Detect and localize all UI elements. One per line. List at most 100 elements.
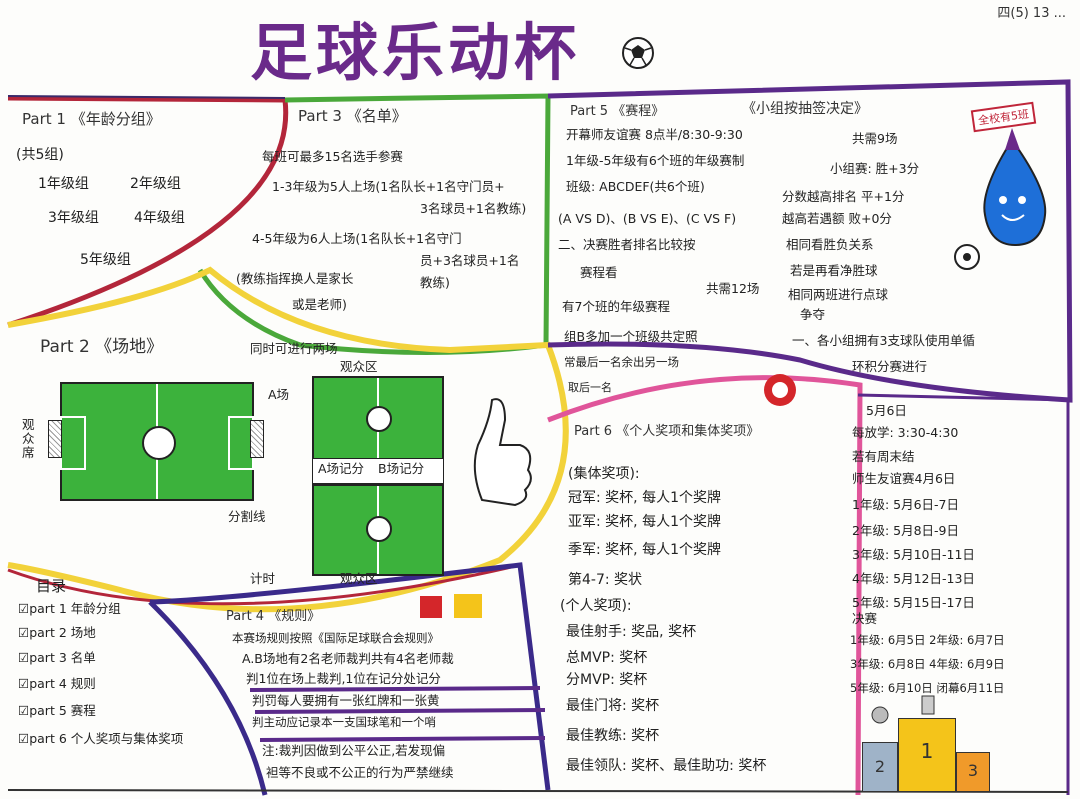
score-a-label: A场记分: [318, 461, 365, 476]
schedule-line: 若有周末结: [852, 449, 915, 464]
part5-right-line: 一、各小组拥有3支球队使用单循: [792, 333, 975, 348]
schedule-line: 2年级: 5月8日-9日: [852, 523, 960, 538]
part5-right-line: 若是再看净胜球: [790, 263, 878, 278]
part4-line: 本赛场规则按照《国际足球联合会规则》: [232, 631, 439, 645]
goal-left: [48, 420, 62, 458]
schedule-line: 3年级: 5月10日-11日: [852, 547, 975, 562]
schedule-line: 4年级: 5月12日-13日: [852, 571, 975, 586]
part5-line: 开幕师友谊赛 8点半/8:30-9:30: [566, 127, 743, 142]
part4-line: 判主动应记录本一支国球笔和一个哨: [252, 715, 436, 729]
part3-heading: Part 3 《名单》: [298, 107, 407, 125]
part5-right-line: 争夺: [800, 307, 826, 322]
schedule-line: 5月6日: [866, 403, 907, 418]
part6-line: 最佳射手: 奖品, 奖杯: [566, 624, 697, 640]
part5-line: 赛程看: [580, 265, 618, 280]
part5-heading: Part 5 《赛程》: [570, 104, 665, 119]
part5-right-line: 相同两班进行点球: [788, 287, 889, 302]
part1-total: (共5组): [16, 147, 64, 163]
part3-line: 4-5年级为6人上场(1名队长+1名守门: [252, 231, 462, 246]
score-box: [312, 458, 444, 484]
red-card-icon: [420, 596, 442, 618]
part1-group: 4年级组: [134, 210, 185, 226]
part5-right-line: 分数越高排名 平+1分: [782, 189, 905, 204]
part6-line: (集体奖项):: [568, 466, 640, 482]
part5-right-line: 小组赛: 胜+3分: [830, 161, 920, 176]
part5-line: 取后一名: [568, 381, 612, 394]
score-b-label: B场记分: [378, 461, 425, 476]
part5-line: 班级: ABCDEF(共6个班): [566, 179, 705, 194]
part1-group: 2年级组: [130, 176, 181, 192]
part6-line: 总MVP: 奖杯: [566, 650, 648, 666]
part1-group: 3年级组: [48, 210, 99, 226]
part6-line: 亚军: 奖杯, 每人1个奖牌: [568, 514, 721, 530]
poster-title: 足球乐动杯: [250, 16, 581, 89]
yellow-card-icon: [454, 594, 482, 618]
toc-item-part1[interactable]: ☑part 1 年龄分组: [18, 601, 121, 616]
part5-right-line: 环积分赛进行: [852, 359, 928, 374]
part1-section: Part 1 《年龄分组》 (共5组) 1年级组 2年级组 3年级组 4年级组 …: [16, 108, 185, 268]
part4-heading: Part 4 《规则》: [226, 609, 321, 624]
part5-line: 有7个班的年级赛程: [562, 299, 670, 314]
part5-right-line: 相同看胜负关系: [786, 237, 874, 252]
part4-line: 判罚每人要拥有一张红牌和一张黄: [252, 693, 440, 708]
part5-line: 二、决赛胜者排名比较按: [558, 237, 696, 252]
toc-item-part3[interactable]: ☑part 3 名单: [18, 650, 96, 665]
part6-heading: Part 6 《个人奖项和集体奖项》: [574, 424, 760, 439]
part6-line: 第4-7: 奖状: [568, 572, 643, 588]
part3-line: 3名球员+1名教练): [420, 201, 527, 216]
corner-note: 四(5) 13 ...: [997, 6, 1066, 21]
stand-bottom-label: 观众区: [340, 571, 378, 586]
part3-line: (教练指挥换人是家长: [236, 271, 354, 286]
part1-group: 5年级组: [80, 252, 131, 268]
toc-item-part4[interactable]: ☑part 4 规则: [18, 676, 96, 691]
part2-heading: Part 2 《场地》: [40, 337, 164, 357]
toc-heading: 目录: [36, 577, 67, 595]
pitch-b: [312, 484, 444, 576]
podium-third: 3: [956, 752, 990, 792]
part6-line: 冠军: 奖杯, 每人1个奖牌: [568, 490, 721, 506]
part6-line: 分MVP: 奖杯: [566, 672, 648, 688]
toc-item-part2[interactable]: ☑part 2 场地: [18, 625, 96, 640]
timer-label: 计时: [250, 571, 276, 586]
left-stand-label: 观众席: [22, 417, 35, 460]
soccer-ball-icon: [622, 37, 654, 69]
part3-line: 每班可最多15名选手参赛: [262, 149, 403, 164]
part5-right-line: 越高若遇额 败+0分: [782, 211, 892, 226]
part3-line: 1-3年级为5人上场(1名队长+1名守门员+: [272, 179, 505, 194]
part4-line: 袒等不良或不公正的行为严禁继续: [266, 765, 454, 780]
goal-right: [250, 420, 264, 458]
schedule-line: 5年级: 6月10日 闭幕6月11日: [850, 681, 1005, 695]
part3-section: Part 3 《名单》: [298, 105, 407, 126]
part5-line: (A VS D)、(B VS E)、(C VS F): [558, 211, 737, 226]
schedule-line: 3年级: 6月8日 4年级: 6月9日: [850, 657, 1005, 671]
part5-line: 组B多加一个班级共定照: [564, 329, 698, 344]
schedule-line: 5年级: 5月15日-17日: [852, 595, 975, 610]
part6-line: 最佳领队: 奖杯、最佳助功: 奖杯: [566, 758, 767, 774]
part3-line: 或是老师): [292, 297, 347, 312]
part4-line: A.B场地有2名老师裁判共有4名老师裁: [242, 651, 454, 666]
part4-line: 判1位在场上裁判,1位在记分处记分: [246, 671, 441, 686]
toc-item-part5[interactable]: ☑part 5 赛程: [18, 703, 96, 718]
toc-item-part6[interactable]: ☑part 6 个人奖项与集体奖项: [18, 731, 184, 746]
schedule-line: 决赛: [852, 611, 878, 626]
part1-heading: Part 1 《年龄分组》: [22, 110, 161, 128]
schedule-line: 1年级: 5月6日-7日: [852, 497, 960, 512]
stand-top-label: 观众区: [340, 359, 378, 374]
toc-section: 目录: [36, 577, 67, 595]
part3-line: 员+3名球员+1名: [420, 253, 520, 268]
podium-first: 1: [898, 718, 956, 792]
part4-line: 注:裁判因做到公平公正,若发现偏: [262, 743, 446, 758]
part1-group: 1年级组: [38, 176, 89, 192]
part6-line: 季军: 奖杯, 每人1个奖牌: [568, 542, 721, 558]
part5-line: 共需12场: [706, 281, 760, 296]
part2-note: 同时可进行两场: [250, 341, 338, 356]
schedule-line: 每放学: 3:30-4:30: [852, 425, 959, 440]
pitch-a: [312, 376, 444, 462]
field-a-label: A场: [268, 387, 290, 402]
part5-line: 常最后一名余出另一场: [564, 355, 679, 369]
part6-line: (个人奖项):: [560, 598, 632, 614]
part6-line: 最佳门将: 奖杯: [566, 698, 660, 714]
